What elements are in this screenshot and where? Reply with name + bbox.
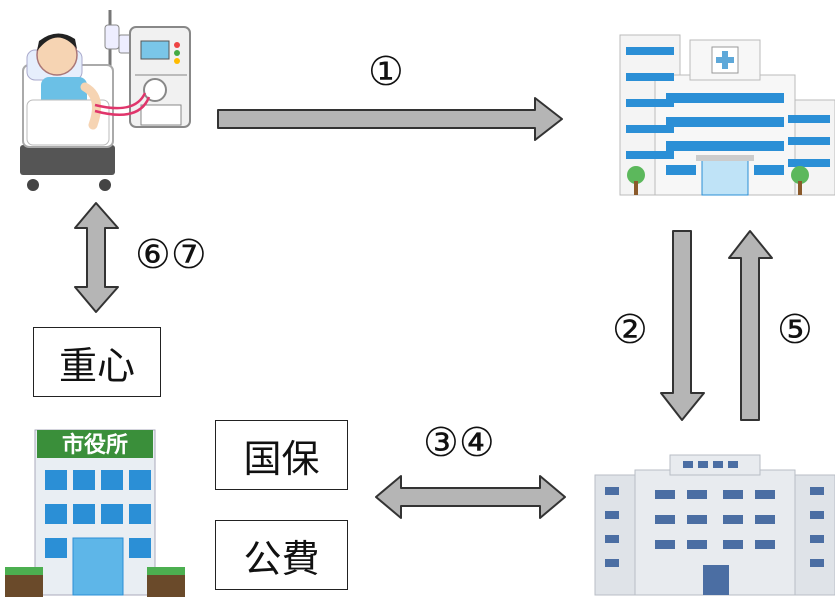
arrow-down-hospital-to-office <box>660 230 705 421</box>
step-5-label: ⑤ <box>777 307 813 353</box>
jushin-box: 重心 <box>33 327 161 397</box>
step-1-label: ① <box>368 49 404 95</box>
city-hall-icon: 市役所 <box>5 429 185 597</box>
arrow-double-vertical-patient-jushin <box>74 202 119 313</box>
arrow-double-horizontal-cityhall-office <box>375 475 566 519</box>
office-building-icon <box>594 454 835 596</box>
step-2-label: ② <box>612 307 648 353</box>
city-hall-sign: 市役所 <box>62 432 128 458</box>
patient-dialysis-icon <box>20 10 191 191</box>
arrow-right-patient-to-hospital <box>217 97 563 141</box>
kouhi-box: 公費 <box>215 520 348 590</box>
arrow-up-office-to-hospital <box>728 230 773 421</box>
step-67-label: ⑥⑦ <box>135 232 207 278</box>
kokuho-box: 国保 <box>215 420 348 490</box>
hospital-icon <box>619 34 835 196</box>
step-34-label: ③④ <box>423 420 495 466</box>
